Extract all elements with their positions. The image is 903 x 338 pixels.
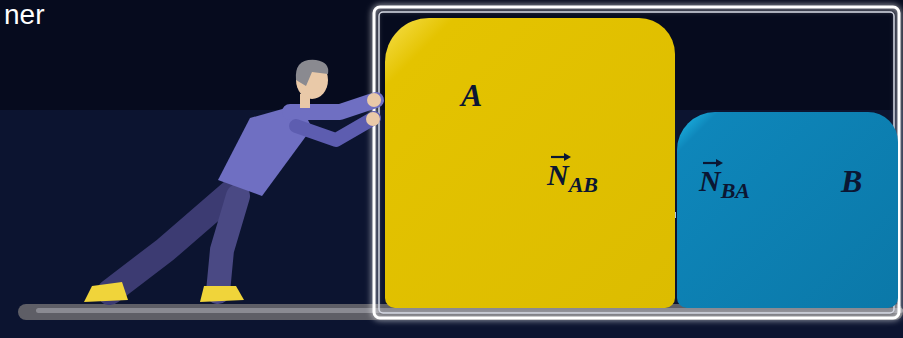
system-outline bbox=[374, 7, 899, 318]
force-label: NAB bbox=[547, 158, 598, 191]
vector-arrow bbox=[550, 152, 572, 162]
block-a: A NAB bbox=[385, 18, 675, 308]
block-name: A bbox=[461, 78, 482, 113]
block-name: B bbox=[841, 164, 862, 199]
force-label: NBA bbox=[699, 164, 750, 197]
heading-fragment: ner bbox=[4, 0, 44, 31]
person-pushing bbox=[84, 60, 381, 302]
vector-arrow bbox=[702, 158, 724, 168]
block-b: NBA B bbox=[677, 112, 898, 308]
